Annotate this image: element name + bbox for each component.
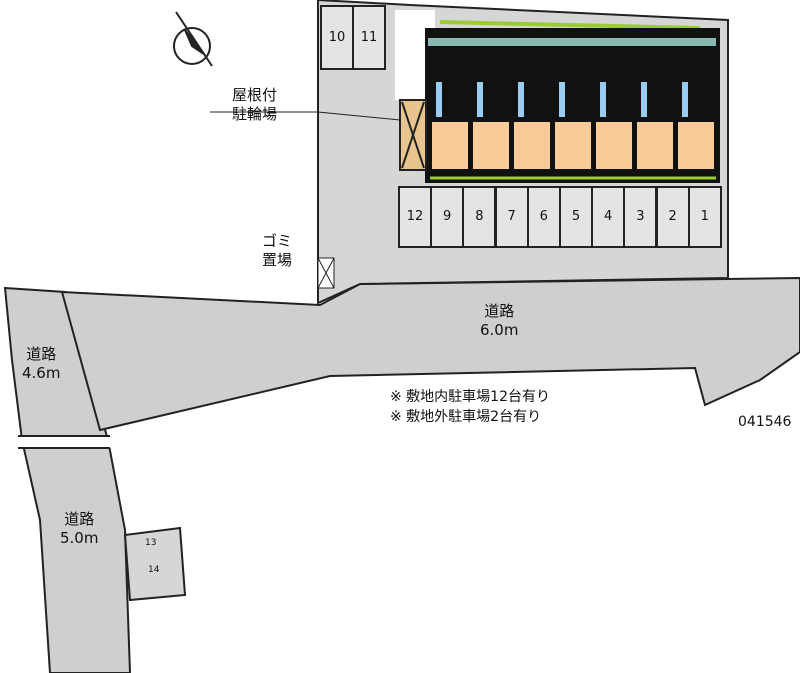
unit-window [600,82,606,117]
compass-icon [173,11,213,67]
parking-space: 6 [526,186,561,248]
parking-space: 4 [591,186,626,248]
unit-room [432,122,468,169]
unit-room [678,122,714,169]
parking-space: 7 [494,186,529,248]
offsite-space-14: 14 [148,565,160,575]
parking-space: 3 [623,186,658,248]
road-break [18,435,113,449]
parking-space: 5 [559,186,593,248]
parking-space: 11 [352,5,386,70]
unit-room [473,122,509,169]
bike-parking-label: 屋根付駐輪場 [232,86,278,123]
unit-room [514,122,550,169]
unit-room [555,122,591,169]
unit-room [637,122,673,169]
parking-space: 12 [398,186,432,248]
offsite-space-13: 13 [145,538,157,548]
note-onsite-parking: ※ 敷地内駐車場12台有り [390,389,550,405]
garbage-label: ゴミ置場 [262,232,293,269]
unit-room [596,122,632,169]
unit-window [436,82,442,117]
parking-space: 10 [320,5,354,70]
parking-space: 1 [687,186,722,248]
unit-window [518,82,524,117]
parking-space: 2 [655,186,690,248]
hedge [439,20,701,30]
unit-window [641,82,647,117]
parking-space: 9 [430,186,465,248]
note-offsite-parking: ※ 敷地外駐車場2台有り [390,409,542,425]
unit-window [682,82,688,117]
unit-window [559,82,565,117]
parking-space: 8 [462,186,497,248]
unit-window [477,82,483,117]
property-code: 041546 [738,414,792,430]
offsite-lot [123,526,187,602]
